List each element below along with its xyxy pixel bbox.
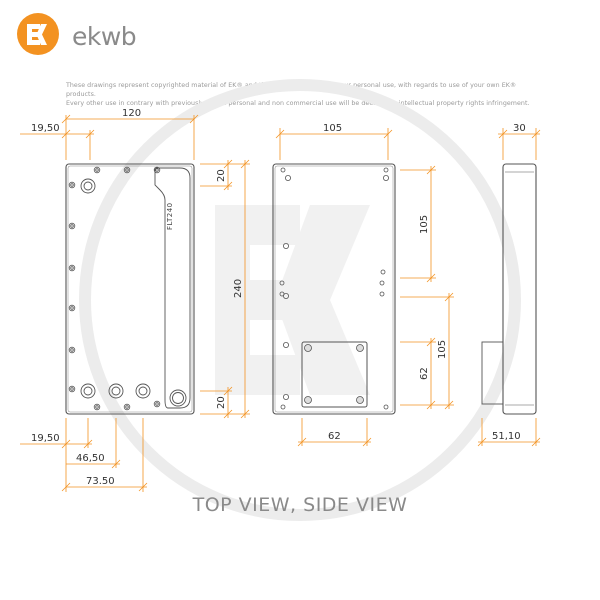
- dim-mid-width: 105: [323, 123, 342, 134]
- ek-watermark: [79, 79, 521, 521]
- dim-height-total: 240: [233, 279, 244, 298]
- left-view: FLT240: [65, 163, 195, 415]
- dim-bottom-46: 46,50: [76, 453, 105, 464]
- channel-outline: [154, 167, 191, 409]
- middle-plate-outline: [272, 163, 396, 415]
- dim-bottom-73: 73.50: [86, 476, 115, 487]
- middle-view: [272, 163, 396, 415]
- side-cold-plate: [481, 341, 504, 405]
- dim-hole-62-horizontal: 62: [328, 431, 341, 442]
- part-label: FLT240: [166, 202, 174, 230]
- left-plate-outline: [65, 163, 195, 415]
- dim-hole-spacing-b: 105: [437, 340, 448, 359]
- dim-bottom-margin: 20: [216, 396, 227, 409]
- ek-logo-icon: [17, 13, 59, 55]
- copyright-line-2: Every other use in contrary with previou…: [66, 100, 530, 107]
- gpu-cold-plate: [301, 341, 368, 408]
- dim-top-offset: 19,50: [31, 123, 60, 134]
- dim-bottom-offset: 19,50: [31, 433, 60, 444]
- brand-name: ekwb: [72, 22, 137, 51]
- brand-logo[interactable]: [16, 13, 136, 55]
- side-plate-outline: [502, 163, 537, 415]
- dimension-labels: 120 19,50 105 30 240 20 20 105 105 62 62…: [31, 108, 526, 487]
- view-caption: TOP VIEW, SIDE VIEW: [192, 494, 408, 516]
- left-ports: [80, 178, 187, 407]
- left-screw-holes: [68, 166, 161, 411]
- middle-holes: [279, 167, 389, 410]
- dim-top-width: 120: [122, 108, 141, 119]
- side-view: [481, 163, 537, 415]
- dim-side-bottom: 51,10: [492, 431, 521, 442]
- dim-side-thickness: 30: [513, 123, 526, 134]
- dim-hole-spacing-a: 105: [419, 215, 430, 234]
- dim-hole-62-vertical: 62: [419, 367, 430, 380]
- dimension-lines: [20, 114, 541, 492]
- dim-top-margin: 20: [216, 169, 227, 182]
